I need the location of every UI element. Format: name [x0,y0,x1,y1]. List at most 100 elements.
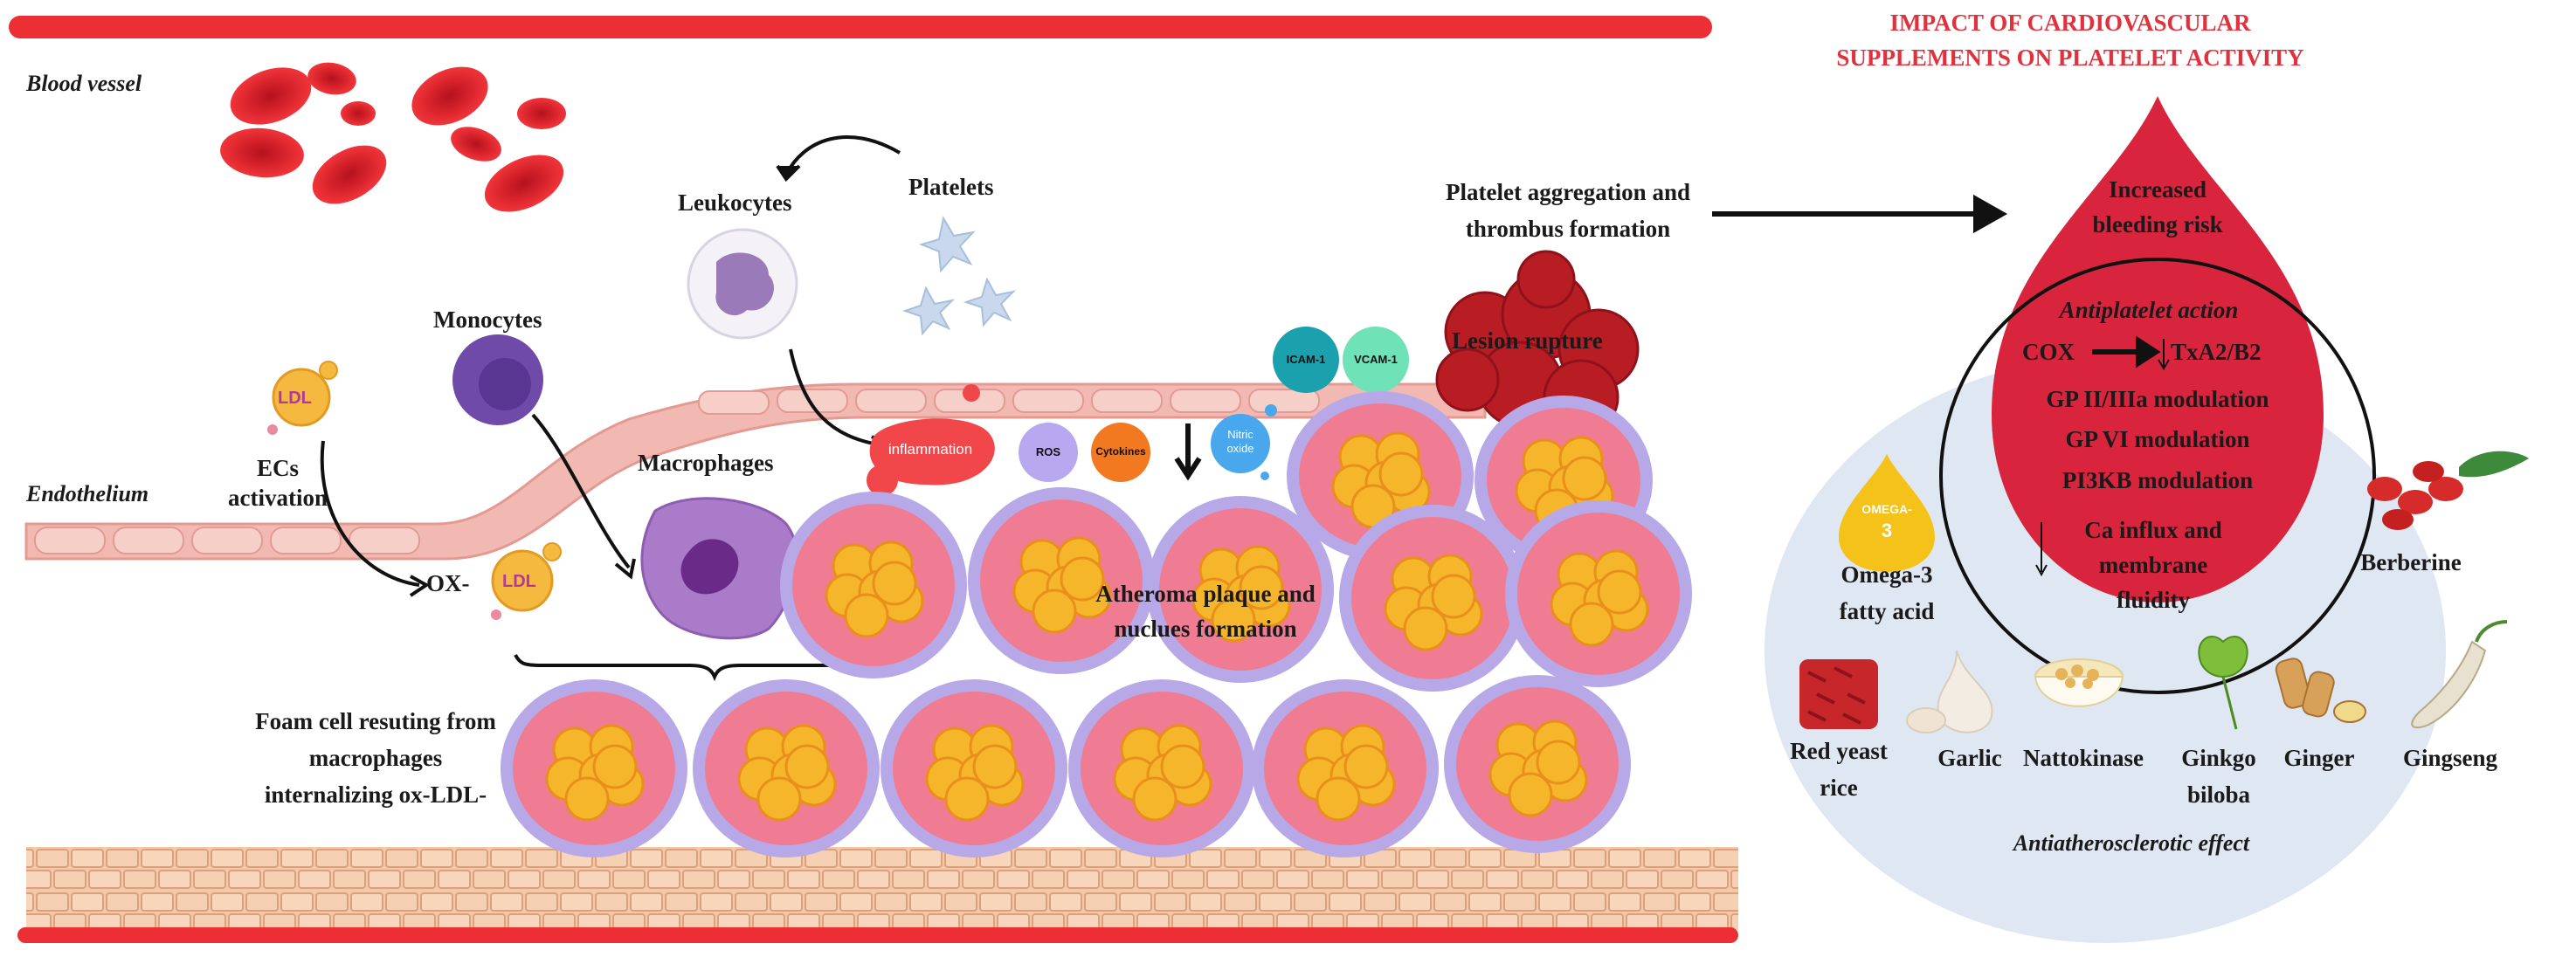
foam-cell [1505,500,1692,687]
gingseng-label: Gingseng [2402,745,2498,771]
txa2-down-arrow [2158,339,2170,370]
icam-label: ICAM-1 [1286,353,1326,366]
nattokinase-label: Nattokinase [2022,745,2144,771]
foam-cell-label-1: Foam cell resuting from [255,708,496,734]
ginkgo-label-2: biloba [2186,782,2251,808]
pathway-arrows [320,135,901,682]
platelet-aggregation-label-2: thrombus formation [1465,216,1671,242]
ox-ldl-label: LDL [502,572,536,591]
inflammation-label: inflammation [887,441,973,458]
berberine-label: Berberine [2360,549,2462,575]
foam-cell [780,492,967,678]
ecs-activation-label-1: ECs [256,455,299,481]
antiatherosclerotic-label: Antiatherosclerotic effect [2013,830,2250,856]
gpvi-label: GP VI modulation [2065,426,2250,452]
vessel-wall-top [9,16,1712,38]
bleeding-risk-label-1: Increased [2109,176,2207,203]
foam-cell [968,487,1155,674]
vcam-bubble [1343,327,1409,393]
red-blood-cells [220,62,566,212]
pi3kb-label: PI3KB modulation [2061,467,2254,493]
monocytes-label: Monocytes [433,306,542,333]
inflammation-bubble [867,384,995,496]
nitric-oxide-bubble [1211,404,1277,480]
berberine-icon [2367,451,2529,530]
ca-down-arrow [2035,522,2048,577]
ros-label: ROS [1035,445,1061,458]
monocyte-cell [452,334,543,425]
foam-cell [1147,496,1334,683]
nitric-oxide-label-1: Nitric [1227,428,1253,441]
vcam-label: VCAM-1 [1354,353,1398,366]
vessel-wall-bottom [17,927,1738,943]
thrombus-clot [1435,250,1640,436]
endothelium-label: Endothelium [26,481,149,506]
foam-cell-label-3: internalizing ox-LDL- [264,782,487,808]
omega3-label-1: Omega-3 [1840,561,1933,588]
antiplatelet-label: Antiplatelet action [2059,297,2239,323]
nattokinase-icon [2034,658,2124,707]
vessel-tissue-layer [26,847,1738,930]
ros-bubble [1019,423,1078,482]
ca-influx-label-1: Ca influx and [2084,517,2222,543]
leukocyte-cell [687,228,798,340]
red-yeast-rice-label-1: Red yeast [1790,738,1888,764]
ginger-icon [2275,658,2366,723]
omega3-drop-icon [1839,454,1935,572]
omega-badge-number: 3 [1881,520,1893,541]
ca-influx-label-3: fluidity [2116,587,2191,613]
panel-title-line-1: IMPACT OF CARDIOVASCULAR [1889,10,2251,36]
ginkgo-label-1: Ginkgo [2181,745,2256,771]
foam-cell [881,679,1067,857]
cytokines-label: Cytokines [1095,445,1146,458]
garlic-label: Garlic [1937,745,2002,771]
ox-prefix-label: OX- [426,570,470,596]
ginseng-icon [2411,620,2508,729]
ldl-label: LDL [278,389,312,408]
foam-cell [501,679,687,857]
ecs-activation-label-2: activation [228,485,328,511]
nitric-oxide-down-arrow [1174,423,1202,481]
antiplatelet-circle [1939,258,2376,694]
platelet-aggregation-label-1: Platelet aggregation and [1446,179,1690,205]
macrophage-cell [640,497,799,640]
plaque-cells [501,391,1692,857]
leukocytes-label: Leukocytes [678,189,792,216]
ca-influx-label-2: membrane [2098,552,2208,578]
platelet-cells [901,216,1017,336]
bleeding-risk-label-2: bleeding risk [2092,211,2223,238]
icam-bubble [1273,327,1339,393]
platelets-label: Platelets [908,174,994,200]
foam-cell [1339,505,1526,692]
red-yeast-rice-label-2: rice [1820,775,1858,801]
lesion-rupture-label: Lesion rupture [1452,327,1603,354]
ginger-label: Ginger [2283,745,2355,771]
nitric-oxide-label-2: oxide [1226,442,1254,455]
ginkgo-icon [2198,636,2248,730]
foam-cell-label-2: macrophages [308,745,443,771]
ldl-particle [267,361,338,435]
cox-arrow [2092,335,2161,368]
txa2-label: TxA2/B2 [2171,339,2262,365]
red-yeast-rice-icon [1799,659,1878,729]
cytokines-bubble [1091,423,1150,482]
omega3-label-2: fatty acid [1839,598,1935,624]
macrophages-label: Macrophages [638,450,774,476]
foam-cell [693,679,880,857]
foam-cell [1444,675,1631,853]
garlic-icon [1906,650,1993,733]
panel-title-line-2: SUPPLEMENTS ON PLATELET ACTIVITY [1836,45,2304,71]
atheroma-label-2: nuclues formation [1114,616,1297,642]
foam-cell [1252,679,1439,857]
blood-vessel-label: Blood vessel [26,71,142,96]
omega-badge-label: OMEGA- [1861,502,1912,516]
platelet-drop [1992,96,2324,602]
foam-cell [1068,679,1255,857]
endothelium-layer [24,382,1487,561]
gp2b3a-label: GP II/IIIa modulation [2046,386,2269,412]
cox-label: COX [2022,339,2075,365]
ox-ldl-particle [491,542,562,620]
aggregation-arrow [1712,194,2008,234]
atheroma-label-1: Atheroma plaque and [1095,581,1316,607]
